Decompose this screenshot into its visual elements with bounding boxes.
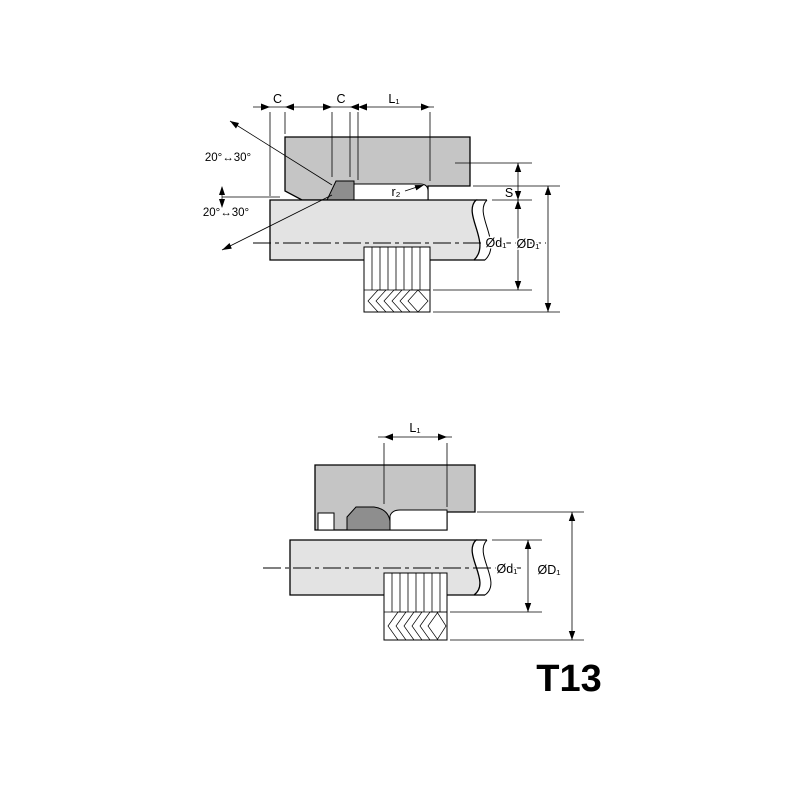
arrowhead <box>358 103 367 111</box>
top-stack-end-adapter <box>417 289 431 313</box>
top-dim-arrows-s-d1 <box>514 163 522 290</box>
bottom-seal-groove <box>389 509 448 531</box>
part-code-label: T13 <box>536 658 601 700</box>
top-right-extension-lines <box>433 162 560 313</box>
dim-label-bore-dia: ØD₁ <box>538 563 561 577</box>
chevron-seal <box>399 289 419 313</box>
bottom-rod-break-line <box>482 539 492 596</box>
arrowhead <box>285 103 294 111</box>
arrowhead <box>219 199 225 208</box>
dim-label-l1: L₁ <box>409 421 420 435</box>
radius-leader-line <box>404 186 418 192</box>
arrowhead <box>524 540 532 549</box>
arrowhead <box>514 200 522 209</box>
dim-label-rod-dia: Ød₁ <box>497 562 518 576</box>
arrowhead <box>514 191 522 200</box>
chevron-seal <box>383 289 403 313</box>
arrowhead <box>568 631 576 640</box>
bottom-chevron-seals <box>387 611 439 641</box>
top-dimension-arrows <box>261 103 430 111</box>
arrowhead <box>421 103 430 111</box>
chevron-seal <box>419 611 439 641</box>
arrowhead <box>524 603 532 612</box>
top-seal-groove <box>353 183 429 201</box>
angle-leader-line <box>221 194 333 251</box>
dim-label-c-right: C <box>336 92 345 106</box>
radius-label-r2: r₂ <box>391 185 400 199</box>
arrowhead <box>384 433 393 441</box>
arrowhead <box>514 281 522 290</box>
bottom-l1-dimension <box>378 433 452 507</box>
arrowhead <box>219 186 225 195</box>
angle-label-upper: 20°↔30° <box>205 152 251 164</box>
angle-label-lower: 20°↔30° <box>203 207 249 219</box>
angle-range-indicator <box>219 186 280 208</box>
top-rod-break-line <box>482 199 492 261</box>
arrowhead <box>438 433 447 441</box>
arrowhead <box>323 103 332 111</box>
arrowhead <box>544 186 552 195</box>
figure-top: C C L₁ 20°↔30° 20°↔30° r₂ S Ød₁ ØD₁ <box>201 91 560 313</box>
figure-bottom: L₁ Ød₁ ØD₁ <box>263 420 584 641</box>
bottom-right-extension-lines <box>450 511 584 641</box>
top-angle-leaders <box>219 120 333 251</box>
top-dim-arrows-D1 <box>544 186 552 312</box>
dim-label-s: S <box>505 186 513 200</box>
bottom-dim-arrows-d1 <box>524 540 532 612</box>
arrowhead <box>222 243 232 250</box>
chevron-seal <box>367 289 387 313</box>
bottom-packing-stack-body <box>383 572 448 641</box>
arrowhead <box>568 512 576 521</box>
bottom-dim-arrows-D1 <box>568 512 576 640</box>
top-extension-lines <box>269 112 431 196</box>
dim-label-bore-dia: ØD₁ <box>517 237 540 251</box>
chevron-seal <box>403 611 423 641</box>
bottom-housing-notch <box>317 512 335 531</box>
arrowhead <box>414 185 424 191</box>
arrowhead <box>261 103 270 111</box>
dim-label-c-left: C <box>273 92 282 106</box>
bottom-support-ring <box>346 506 391 531</box>
top-chevron-seals <box>367 289 419 313</box>
dim-label-rod-dia: Ød₁ <box>486 236 507 250</box>
arrowhead <box>514 163 522 172</box>
arrowhead <box>544 303 552 312</box>
chevron-seal <box>387 611 407 641</box>
top-radius-leader <box>404 185 424 192</box>
angle-leader-line <box>229 120 333 186</box>
arrowhead <box>350 103 359 111</box>
bottom-stack-end-adapter <box>436 611 448 641</box>
arrowhead <box>230 121 239 129</box>
dim-label-l1: L₁ <box>388 92 399 106</box>
top-packing-stack-body <box>363 246 431 313</box>
